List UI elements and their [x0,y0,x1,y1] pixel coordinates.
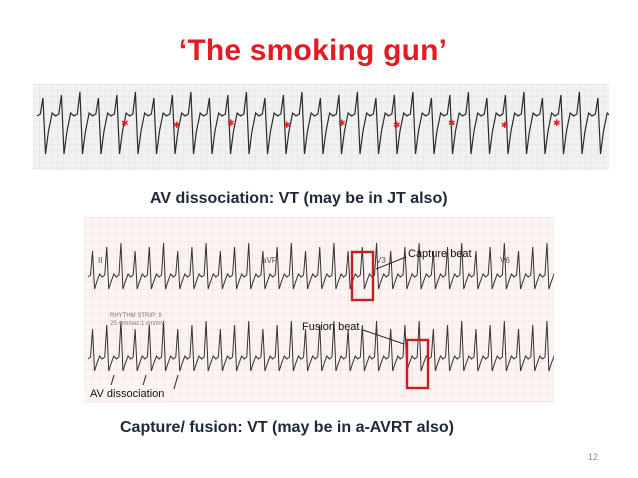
capture-beat-arrow [375,256,407,270]
slide-title: ‘The smoking gun’ [0,34,638,68]
ecg-bottom-trace-rhythm [87,320,554,372]
ecg-bottom-grid [84,217,554,403]
page-number: 12 [588,452,599,462]
p-wave-marker: ✱ [393,120,401,130]
p-wave-marker: ✱ [338,118,346,128]
ecg-rhythm-waveform [87,320,554,372]
p-wave-markers: ✱ ✱ ✱ ✱ ✱ ✱ ✱ ✱ ✱ [121,118,561,130]
p-wave-marker: ✱ [227,118,235,128]
p-wave-marker: ✱ [501,120,509,130]
av-dissociation-arrow [173,374,179,390]
fusion-beat-box [405,338,430,390]
speed-label: 25 mm/sec:1 cm/mV [110,321,165,327]
ecg-bottom-trace-upper [87,242,554,290]
p-wave-marker: ✱ [448,118,456,128]
p-wave-marker: ✱ [121,118,129,128]
lead-label-avf: aVF [262,256,277,265]
caption-capture-fusion: Capture/ fusion: VT (may be in a-AVRT al… [120,419,454,436]
fusion-beat-arrow [362,329,405,345]
ecg-strip-top: ✱ ✱ ✱ ✱ ✱ ✱ ✱ ✱ ✱ [33,84,609,170]
ecg-top-waveform [36,91,609,155]
ecg-upper-waveform [87,242,554,290]
caption-av-dissociation: AV dissociation: VT (may be in JT also) [150,190,448,207]
lead-label-ii: II [98,256,102,265]
fusion-beat-label: Fusion beat [302,321,359,333]
rhythm-strip-label: RHYTHM STRIP: II [110,313,162,319]
av-dissociation-label: AV dissociation [90,388,164,400]
lead-label-v3: V3 [376,256,386,265]
ecg-strip-bottom: II aVF V3 V6 RHYTHM STRIP: II 25 mm/sec:… [84,217,554,403]
av-dissociation-label-bg [84,385,172,401]
p-wave-marker: ✱ [283,120,291,130]
lead-label-v6: V6 [500,256,510,265]
ecg-top-trace [36,91,609,155]
capture-beat-label: Capture beat [408,248,472,260]
ecg-top-grid [33,84,609,170]
p-wave-marker: ✱ [553,118,561,128]
p-wave-marker: ✱ [173,120,181,130]
slide-title-text: ‘The smoking gun’ [178,34,448,67]
capture-beat-box [350,250,375,302]
